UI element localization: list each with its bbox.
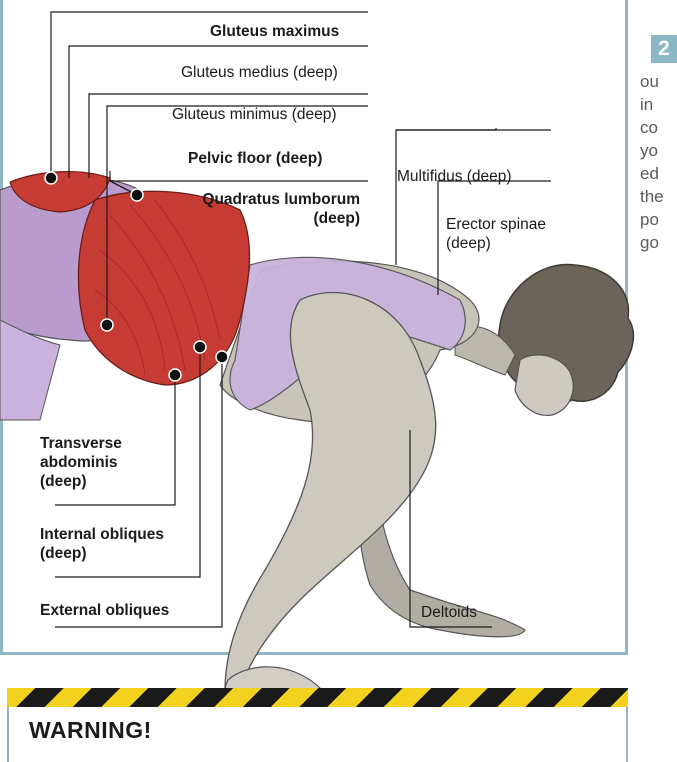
marker-dot [45, 172, 57, 184]
label-gluteus-maximus: Gluteus maximus [210, 22, 339, 41]
side-text-line: go [640, 231, 664, 254]
side-text-column: ou in co yo ed the po go [640, 70, 664, 254]
label-quadratus-line1: Quadratus lumborum [168, 190, 360, 209]
label-pelvic-floor: Pelvic floor (deep) [188, 149, 322, 168]
label-transverse-line2: abdominis [40, 453, 122, 472]
label-external-obliques: External obliques [40, 601, 169, 620]
marker-dot [216, 351, 228, 363]
label-erector-spinae: Erector spinae (deep) [446, 215, 546, 253]
marker-dot [194, 341, 206, 353]
label-quadratus-lumborum: Quadratus lumborum (deep) [168, 190, 360, 228]
marker-dot [131, 189, 143, 201]
label-multifidus: Multifidus (deep) [397, 167, 512, 186]
label-erector-line2: (deep) [446, 234, 546, 253]
step-number: 2 [651, 37, 677, 61]
step-number-badge: 2 [651, 35, 677, 63]
side-text-line: in [640, 93, 664, 116]
label-internal-line2: (deep) [40, 544, 164, 563]
hazard-stripe [7, 688, 628, 707]
label-transverse-line3: (deep) [40, 472, 122, 491]
label-erector-line1: Erector spinae [446, 215, 546, 234]
label-gluteus-medius: Gluteus medius (deep) [181, 63, 338, 82]
label-deltoids: Deltoids [421, 603, 477, 622]
side-text-line: po [640, 208, 664, 231]
side-text-line: yo [640, 139, 664, 162]
side-text-line: the [640, 185, 664, 208]
label-internal-obliques: Internal obliques (deep) [40, 525, 164, 563]
label-quadratus-line2: (deep) [168, 209, 360, 228]
warning-heading: WARNING! [29, 717, 152, 744]
label-gluteus-minimus: Gluteus minimus (deep) [172, 105, 337, 124]
label-internal-line1: Internal obliques [40, 525, 164, 544]
marker-dot [169, 369, 181, 381]
side-text-line: ou [640, 70, 664, 93]
side-text-line: co [640, 116, 664, 139]
label-transverse-abdominis: Transverse abdominis (deep) [40, 434, 122, 491]
label-transverse-line1: Transverse [40, 434, 122, 453]
marker-dot [101, 319, 113, 331]
side-text-line: ed [640, 162, 664, 185]
